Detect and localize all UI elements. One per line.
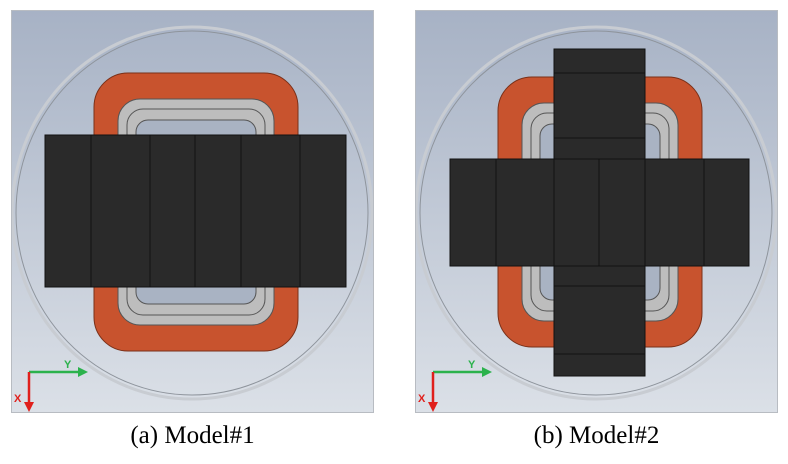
magnet-bar [44, 134, 347, 288]
model-2-diagram: Y X [416, 11, 777, 412]
axis-triad: Y X [418, 359, 492, 412]
model-1-diagram: Y X [12, 11, 373, 412]
housing-outer-ring [12, 25, 373, 401]
y-axis-label: Y [64, 359, 72, 371]
x-axis-label: X [14, 393, 22, 405]
horizontal-magnet-bar [449, 158, 750, 267]
housing-outer-ring [416, 25, 777, 401]
housing-inner-ring [419, 30, 773, 396]
caption-model-2: (b) Model#2 [533, 422, 660, 449]
panel-model-2: Y X [415, 10, 778, 413]
panel-model-1: Y X [11, 10, 374, 413]
caption-model-1: (a) Model#1 [130, 422, 255, 449]
axis-triad: Y X [14, 359, 88, 412]
y-axis-label: Y [468, 359, 476, 371]
x-axis-label: X [418, 393, 426, 405]
housing-inner-ring [15, 30, 369, 396]
